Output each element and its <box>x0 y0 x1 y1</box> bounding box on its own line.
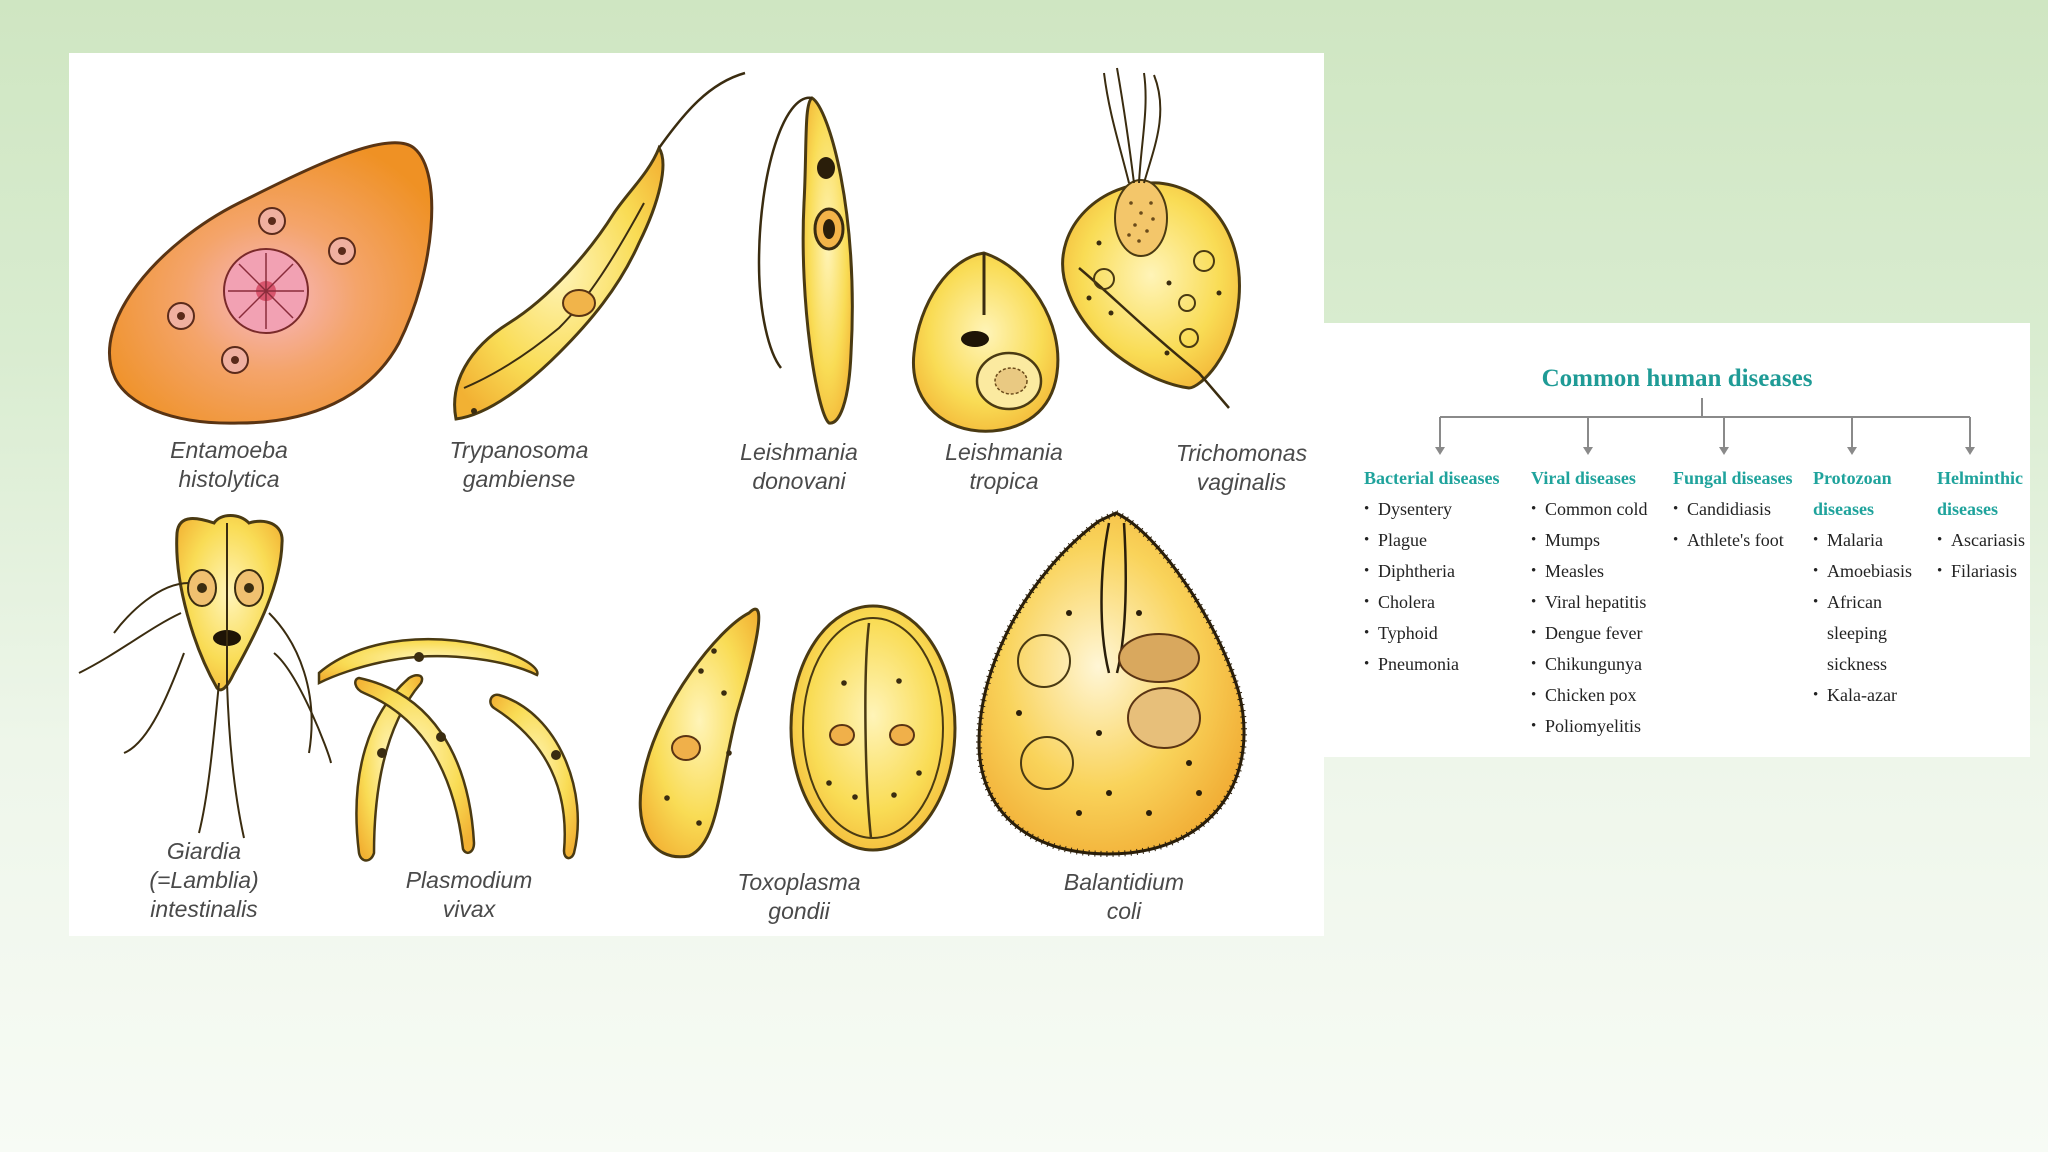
list-item: Malaria <box>1813 525 1912 556</box>
heading-line: Helminthic <box>1937 468 2023 488</box>
entamoeba-drawing <box>108 141 434 425</box>
list-item: Pneumonia <box>1364 649 1499 680</box>
plasmodium-drawing <box>317 637 579 862</box>
heading-line: diseases <box>1937 499 1999 519</box>
list-item: Cholera <box>1364 587 1499 618</box>
list-item: Plague <box>1364 525 1499 556</box>
list-item: Kala-azar <box>1813 680 1912 711</box>
column-bacterial-diseases: Bacterial diseases Dysentery Plague Diph… <box>1364 463 1499 680</box>
list-item: Mumps <box>1531 525 1648 556</box>
list-item: Ascariasis <box>1937 525 2025 556</box>
list-item: Common cold <box>1531 494 1648 525</box>
heading-protozoan-diseases: Protozoan diseases <box>1813 463 1912 525</box>
trichomonas-drawing <box>1061 67 1241 409</box>
list-item-continuation: sickness <box>1827 654 1887 674</box>
list-item: Candidiasis <box>1673 494 1793 525</box>
heading-viral-diseases: Viral diseases <box>1531 468 1636 488</box>
balantidium-drawing <box>975 509 1247 857</box>
chart-title: Common human diseases <box>1541 365 1813 392</box>
toxoplasma-drawing <box>638 604 957 859</box>
list-item: Filariasis <box>1937 556 2025 587</box>
giardia-drawing <box>78 514 332 839</box>
disease-chart-panel: Common human diseases Bacterial diseases… <box>1324 323 2030 757</box>
tree-connector-lines <box>1435 398 1975 455</box>
list-item: Typhoid <box>1364 618 1499 649</box>
label-giardia-intestinalis: Giardia(=Lamblia)intestinalis <box>149 838 259 922</box>
heading-helminthic-diseases: Helminthic diseases <box>1937 463 2025 525</box>
list-item: Amoebiasis <box>1813 556 1912 587</box>
heading-fungal-diseases: Fungal diseases <box>1673 468 1793 488</box>
column-fungal-diseases: Fungal diseases Candidiasis Athlete's fo… <box>1673 463 1793 556</box>
protozoa-drawings <box>78 67 1247 862</box>
column-viral-diseases: Viral diseases Common cold Mumps Measles… <box>1531 463 1648 742</box>
heading-line: diseases <box>1813 499 1875 519</box>
list-item: Viral hepatitis <box>1531 587 1648 618</box>
list-item: Athlete's foot <box>1673 525 1793 556</box>
heading-bacterial-diseases: Bacterial diseases <box>1364 468 1500 488</box>
list-item-continuation: sleeping <box>1827 623 1887 643</box>
list-item: Chicken pox <box>1531 680 1648 711</box>
list-item: African <box>1813 587 1912 618</box>
list-item: Dengue fever <box>1531 618 1648 649</box>
list-item: Chikungunya <box>1531 649 1648 680</box>
list-item: Dysentery <box>1364 494 1499 525</box>
column-protozoan-diseases: Protozoan diseases Malaria Amoebiasis Af… <box>1813 463 1912 711</box>
list-item: Measles <box>1531 556 1648 587</box>
heading-line: Protozoan <box>1813 468 1892 488</box>
list-item: Diphtheria <box>1364 556 1499 587</box>
list-item: Poliomyelitis <box>1531 711 1648 742</box>
trypanosoma-drawing <box>453 71 746 421</box>
leishmania-tropica-drawing <box>911 251 1060 433</box>
column-helminthic-diseases: Helminthic diseases Ascariasis Filariasi… <box>1937 463 2025 587</box>
leishmania-donovani-drawing <box>757 96 854 425</box>
